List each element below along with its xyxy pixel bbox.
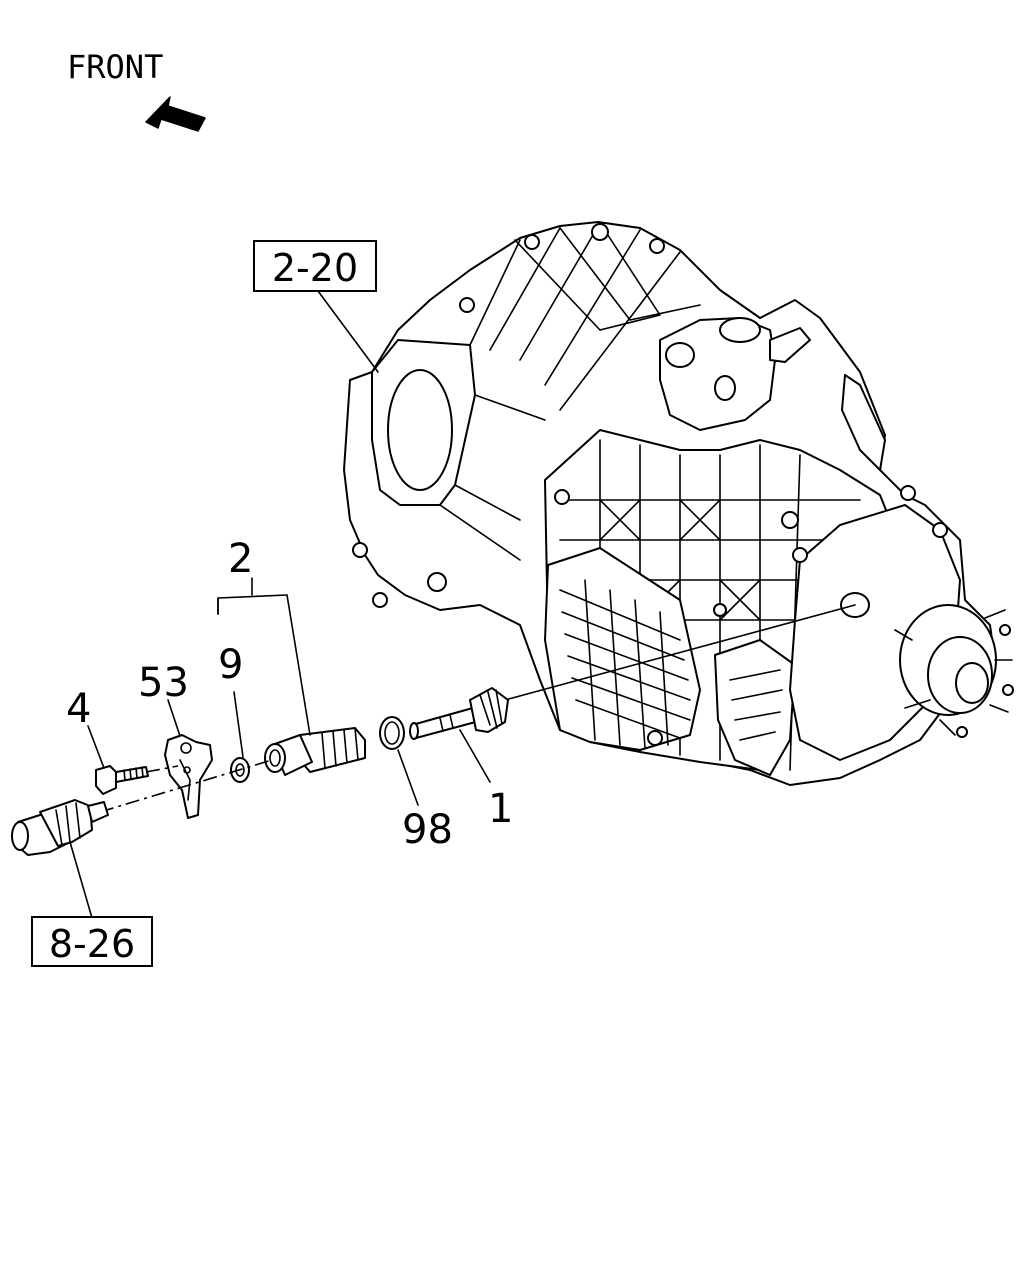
side-bracket [841,374,886,471]
side-cover [544,547,701,751]
front-indicator: FRONT [67,48,206,132]
o-ring[interactable] [379,716,405,750]
ref-box-transmission[interactable] [253,240,377,292]
callout-9: 9 [218,642,243,688]
callout-2: 2 [228,536,253,582]
leader-4 [87,725,105,769]
lock-plate[interactable] [164,734,213,819]
tower-pipe [769,327,811,363]
tower-boss [719,317,761,343]
tower-boss [665,342,695,368]
leader-53 [167,699,181,737]
transmission-assembly [343,221,1014,786]
wiring-connector[interactable] [11,799,109,856]
housing-rib [514,222,701,331]
leader-9 [233,691,244,758]
callout-53: 53 [138,660,189,706]
bolt-axis [145,765,179,773]
leader-1 [459,729,491,783]
output-flange [894,604,1014,738]
housing-rib [439,222,681,561]
side-cover-ribs [559,579,691,749]
leader-transmission [317,290,379,373]
tower-boss [714,375,736,401]
callout-4: 4 [66,686,91,732]
sensor-axis [99,759,273,813]
housing-bore [387,369,453,491]
bolt[interactable] [95,765,149,795]
front-arrow-icon [145,96,206,132]
leader-98 [397,749,419,806]
mounting-bosses [352,223,948,746]
installation-line [504,604,856,701]
front-label: FRONT [67,48,163,86]
ref-box-connector-label: 8-26 [49,922,135,966]
speedometer-drive-shaft[interactable] [409,687,509,740]
ref-box-connector[interactable] [31,916,153,967]
leader-connector [69,841,93,919]
speed-sensor-sleeve[interactable] [264,727,366,776]
callout-1: 1 [488,786,513,832]
lower-actuator [714,639,796,776]
ref-box-transmission-label: 2-20 [272,246,358,290]
callout-98: 98 [402,807,453,853]
